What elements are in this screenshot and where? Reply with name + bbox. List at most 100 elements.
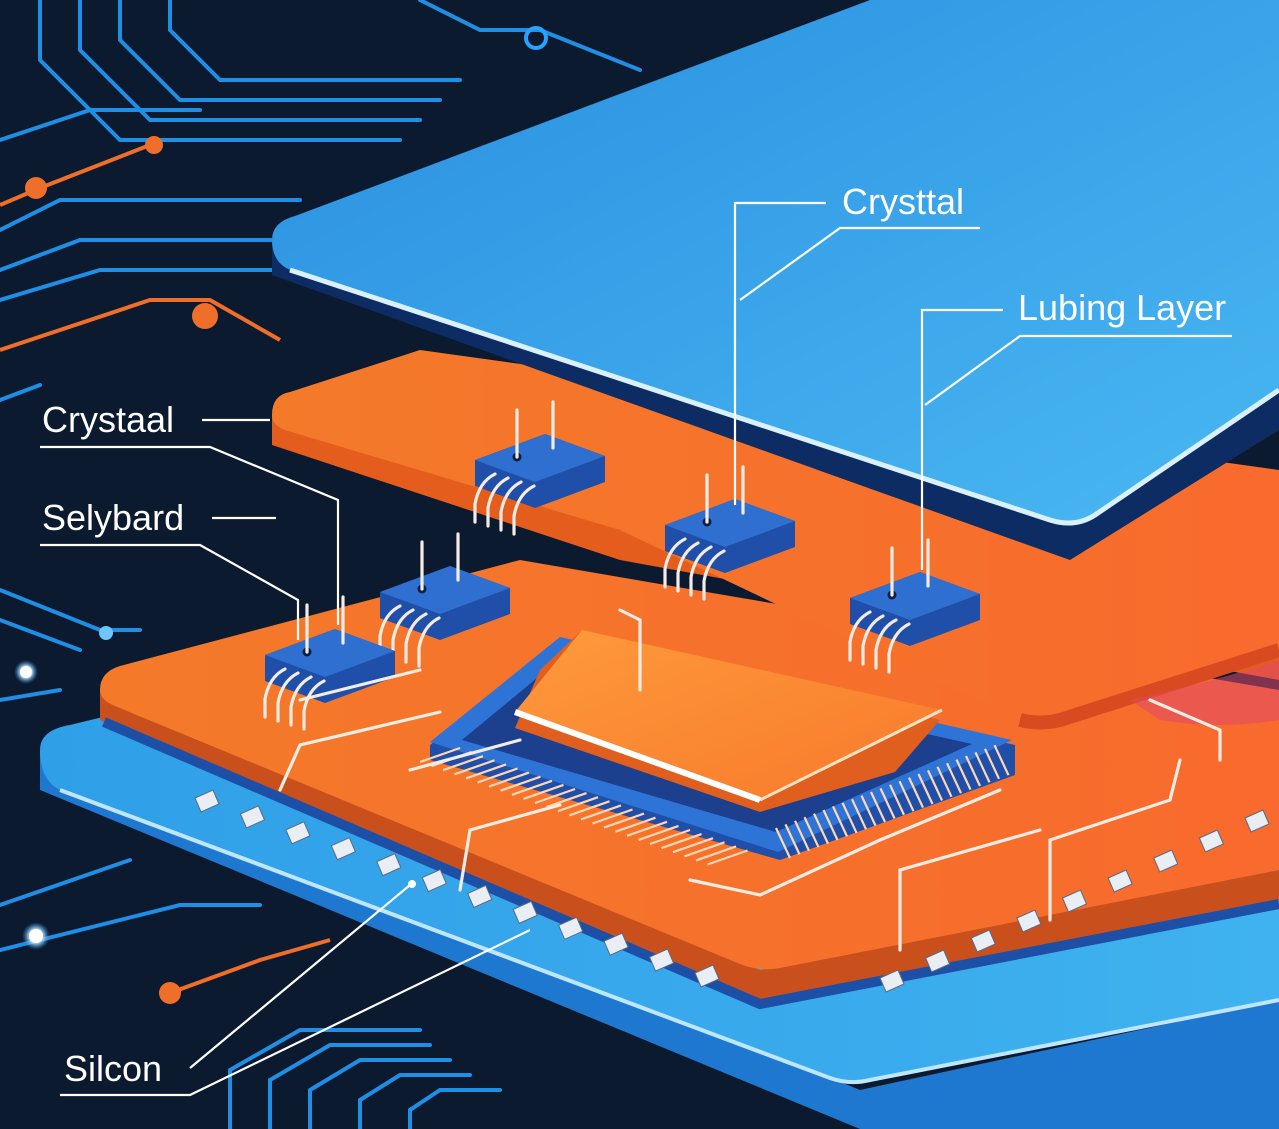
package-pin: [970, 929, 996, 953]
chip-package: [473, 400, 605, 536]
package-pin: [512, 900, 538, 925]
die-lead: [870, 791, 886, 823]
die-lead: [534, 787, 576, 805]
chip-lead: [861, 614, 885, 666]
label-selybard: Selybard: [42, 497, 184, 538]
die-lead: [860, 795, 877, 827]
package-pin: [694, 964, 720, 988]
chip-lead: [702, 549, 726, 601]
package-pin: [1016, 909, 1042, 933]
package-pin: [557, 916, 584, 940]
chip-package: [663, 465, 795, 601]
leader-lines: [40, 201, 1232, 1097]
chip-package: [378, 532, 510, 668]
chip-body-top: [665, 499, 795, 547]
die-lead: [936, 766, 953, 798]
chip-lead: [512, 484, 536, 536]
chip-lead: [663, 537, 687, 589]
package-pin: [239, 805, 266, 829]
die-lead: [879, 787, 896, 819]
labels: Crysttal Lubing Layer Crystaal Selybard …: [42, 181, 1226, 1089]
package-pin: [924, 949, 951, 973]
chip-lead: [302, 679, 326, 731]
die-lead: [974, 751, 991, 783]
die-lead: [615, 816, 656, 833]
chip-lead: [689, 545, 713, 597]
package-pin: [1061, 889, 1088, 913]
board-wires: [278, 608, 1222, 952]
board-wire: [278, 710, 442, 792]
board-wire: [1148, 698, 1222, 762]
chip-lead: [848, 610, 872, 662]
die-lead: [927, 769, 943, 801]
die-lead: [672, 837, 714, 854]
package-pin: [467, 884, 493, 909]
chip-body-top: [475, 434, 605, 482]
die-lead: [626, 820, 668, 837]
die-lead: [898, 780, 915, 812]
die-lead: [813, 813, 829, 845]
die-lead: [917, 773, 934, 805]
package-pin: [330, 837, 357, 861]
label-crystaal: Crystaal: [42, 399, 174, 440]
chip-package: [848, 538, 980, 674]
chip-lead: [276, 671, 300, 723]
package-pin: [603, 932, 629, 956]
die-lead: [822, 809, 839, 841]
die-lead: [419, 746, 461, 764]
package-pin: [1107, 869, 1133, 893]
chip-lead: [486, 476, 510, 528]
package-pin: [1244, 809, 1270, 833]
chip-body-top: [380, 566, 510, 614]
board-wire: [1048, 758, 1182, 922]
chip-body-top: [265, 629, 395, 677]
die-lead: [684, 841, 725, 858]
chip-packages: [263, 400, 1222, 952]
die-lead: [784, 823, 801, 855]
die-lead: [794, 820, 810, 852]
package-pin: [285, 821, 311, 845]
die-lead: [649, 828, 691, 846]
package-pin: [376, 852, 402, 877]
chip-lead: [499, 480, 523, 532]
package-pins: [194, 789, 1270, 993]
package-pin: [194, 789, 220, 813]
board-wire: [458, 803, 562, 892]
chip-lead: [473, 472, 497, 524]
label-crysttal: Crysttal: [842, 181, 964, 222]
die-lead: [580, 804, 622, 821]
die-lead: [488, 771, 530, 788]
die-lead: [841, 802, 858, 834]
die-lead: [569, 800, 610, 817]
label-lubing-layer: Lubing Layer: [1018, 287, 1226, 328]
die-lead: [946, 762, 962, 794]
die-lead: [638, 824, 679, 841]
chip-lead: [391, 608, 415, 660]
chip-lead: [887, 622, 911, 674]
die-lead: [889, 784, 905, 816]
package-pin: [879, 969, 905, 993]
die-lead: [775, 827, 791, 859]
board-wire: [688, 788, 1002, 897]
board-wire: [298, 668, 422, 702]
die-lead: [993, 744, 1010, 776]
die-lead: [454, 759, 495, 776]
die-lead: [523, 783, 564, 800]
chip-lead: [378, 604, 402, 656]
package-pin: [1198, 829, 1225, 853]
die-lead: [557, 796, 599, 813]
die-lead: [592, 808, 633, 825]
die-lead: [442, 755, 484, 772]
central-die: [419, 630, 1015, 866]
board-wire: [618, 608, 642, 692]
die-lead: [546, 792, 587, 809]
chip-lead: [404, 612, 428, 664]
die-lead: [661, 833, 702, 850]
package-pin: [1153, 849, 1179, 873]
package-pin: [421, 868, 447, 893]
chip-lead: [289, 675, 313, 727]
die-lead: [803, 816, 820, 848]
die-lead: [603, 812, 645, 829]
chip-lead: [874, 618, 898, 670]
